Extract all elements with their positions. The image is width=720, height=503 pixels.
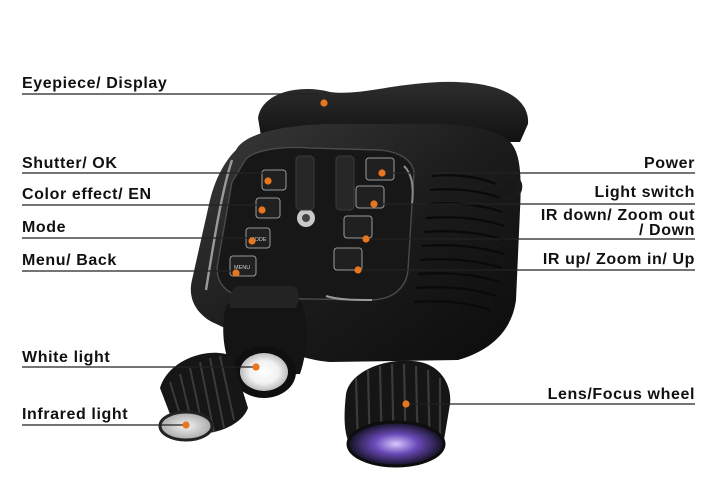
left-slot [295,155,315,211]
trim-bottom [325,295,373,301]
marker-color-effect [258,206,266,214]
label-eyepiece-display: Eyepiece/ Display [22,75,168,92]
leader-lines [22,93,695,426]
label-shutter-ok: Shutter/ OK [22,155,118,172]
trim-right [403,165,414,205]
label-ir-up-zoom-in: IR up/ Zoom in/ Up [542,251,695,268]
label-ir-down-zoom-out: IR down/ Zoom out [540,207,695,224]
label-lens-focus-wheel: Lens/Focus wheel [547,386,695,403]
light-housing-top [229,286,299,308]
marker-ir-up [354,266,362,274]
label-white-light: White light [22,349,111,366]
label-ir-down-down: / Down [638,222,695,239]
marker-infrared [182,421,190,429]
marker-dots [182,99,410,429]
marker-light-switch [370,200,378,208]
label-mode: Mode [22,219,67,236]
label-light-switch: Light switch [594,184,695,201]
objective-lens [346,420,446,468]
marker-ir-down [362,235,370,243]
marker-menu [232,269,240,277]
trim-left [204,159,234,291]
marker-lens [402,400,410,408]
marker-eyepiece [320,99,328,107]
right-slot [335,155,355,211]
label-infrared-light: Infrared light [22,406,129,423]
marker-mode [248,237,256,245]
label-color-effect: Color effect/ EN [22,186,152,203]
menu-button-mark: MENU [234,265,250,271]
label-menu-back: Menu/ Back [22,252,117,269]
label-power: Power [643,155,695,172]
strap-loop [498,174,523,201]
marker-white-light [252,363,260,371]
marker-power [378,169,386,177]
mode-button-mark: MODE [250,237,267,243]
white-light-lens [240,353,288,391]
marker-shutter [264,177,272,185]
